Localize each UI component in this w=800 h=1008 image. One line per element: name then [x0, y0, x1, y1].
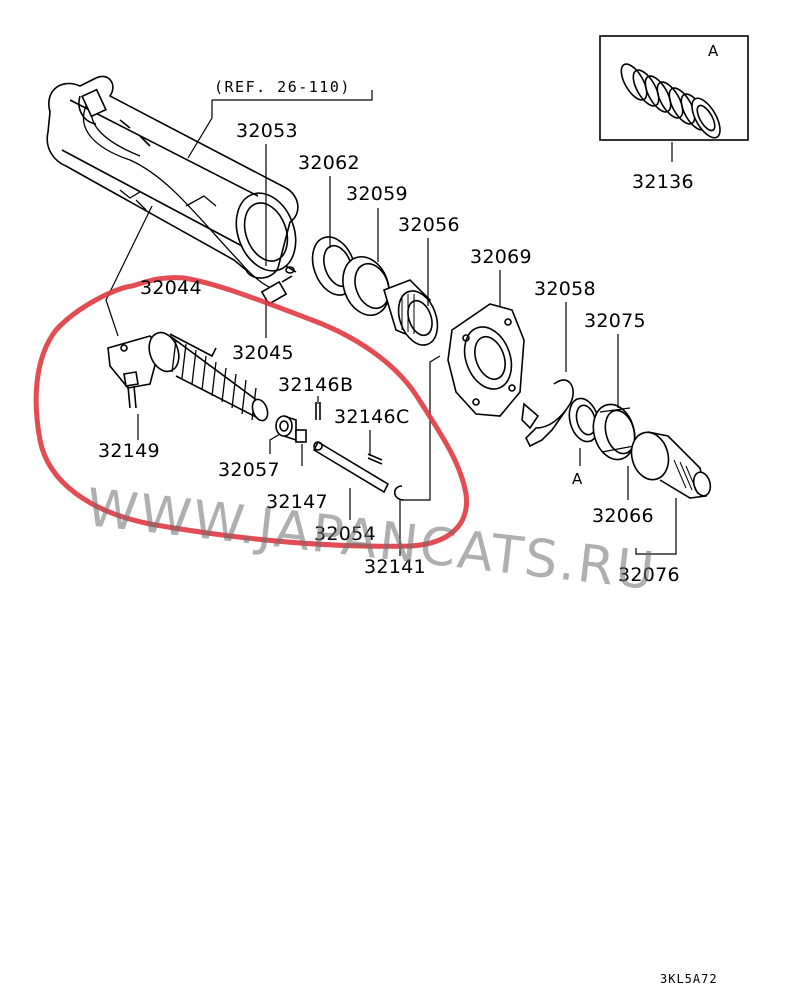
spacer-32147 [295, 429, 307, 443]
part-32146C: 32146C [334, 406, 410, 428]
part-32057: 32057 [218, 459, 280, 481]
part-32053: 32053 [236, 120, 298, 142]
part-32075: 32075 [584, 310, 646, 332]
part-32062: 32062 [298, 152, 360, 174]
bushing-32057 [275, 415, 297, 442]
inset-clutch-plates [599, 35, 749, 141]
diagram-code: 3KL5A72 [660, 972, 718, 986]
callout-a-ring: A [572, 470, 583, 488]
shaft-32054 [312, 440, 390, 494]
hub-housing-32069 [447, 303, 525, 417]
pin-32146B [315, 402, 321, 420]
callout-a-inset: A [708, 42, 719, 60]
reference-label: (REF. 26-110) [214, 78, 351, 96]
part-32044: 32044 [140, 277, 202, 299]
part-32069: 32069 [470, 246, 532, 268]
highlight-loop [33, 275, 469, 549]
shaft-32076 [630, 431, 712, 499]
fork-32058 [521, 379, 574, 448]
part-32059: 32059 [346, 183, 408, 205]
part-32136: 32136 [632, 171, 694, 193]
part-32147: 32147 [266, 491, 328, 513]
part-32141: 32141 [364, 556, 426, 578]
bolt-32149 [123, 371, 139, 409]
axle-housing [46, 75, 299, 291]
part-32149: 32149 [98, 440, 160, 462]
part-32045: 32045 [232, 342, 294, 364]
part-32146B: 32146B [278, 374, 354, 396]
part-32054: 32054 [314, 523, 376, 545]
bearing-32056 [383, 279, 439, 346]
snapring-32141 [393, 485, 405, 501]
leader-lines [105, 90, 677, 556]
bearing-32059 [342, 256, 390, 316]
clutch-32075 [592, 403, 636, 461]
part-32076: 32076 [618, 564, 680, 586]
part-32066: 32066 [592, 505, 654, 527]
part-32056: 32056 [398, 214, 460, 236]
part-32058: 32058 [534, 278, 596, 300]
actuator-32044 [107, 331, 269, 422]
sensor-32045 [260, 265, 297, 306]
